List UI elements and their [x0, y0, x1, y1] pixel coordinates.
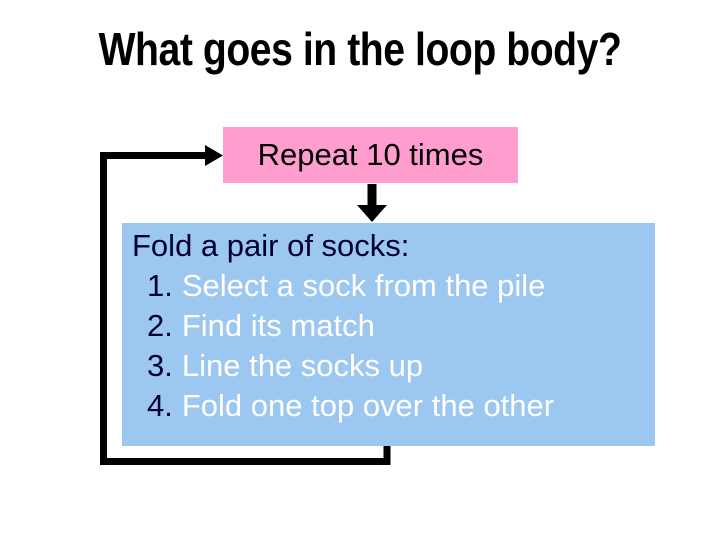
slide-title: What goes in the loop body?: [98, 23, 622, 75]
step-item: 1.Select a sock from the pile: [122, 266, 655, 306]
loop-back-line: [100, 152, 391, 465]
step-number: 1.: [147, 268, 173, 303]
step-number: 4.: [147, 388, 173, 423]
loop-header-label: Repeat 10 times: [257, 137, 484, 172]
step-text: Select a sock from the pile: [181, 268, 546, 303]
loop-back-arrowhead-icon: [205, 145, 223, 166]
step-item: 4.Fold one top over the other: [122, 386, 655, 426]
step-number: 2.: [147, 308, 173, 343]
step-text: Fold one top over the other: [181, 388, 555, 423]
loop-header-box: Repeat 10 times: [223, 127, 518, 183]
down-arrowhead-icon: [357, 205, 387, 222]
step-item: 2.Find its match: [122, 306, 655, 346]
step-text: Line the socks up: [181, 348, 424, 383]
loop-body-heading: Fold a pair of socks:: [132, 228, 410, 263]
step-text: Find its match: [181, 308, 375, 343]
loop-body-box: Fold a pair of socks: 1.Select a sock fr…: [122, 223, 655, 446]
step-item: 3.Line the socks up: [122, 346, 655, 386]
step-number: 3.: [147, 348, 173, 383]
